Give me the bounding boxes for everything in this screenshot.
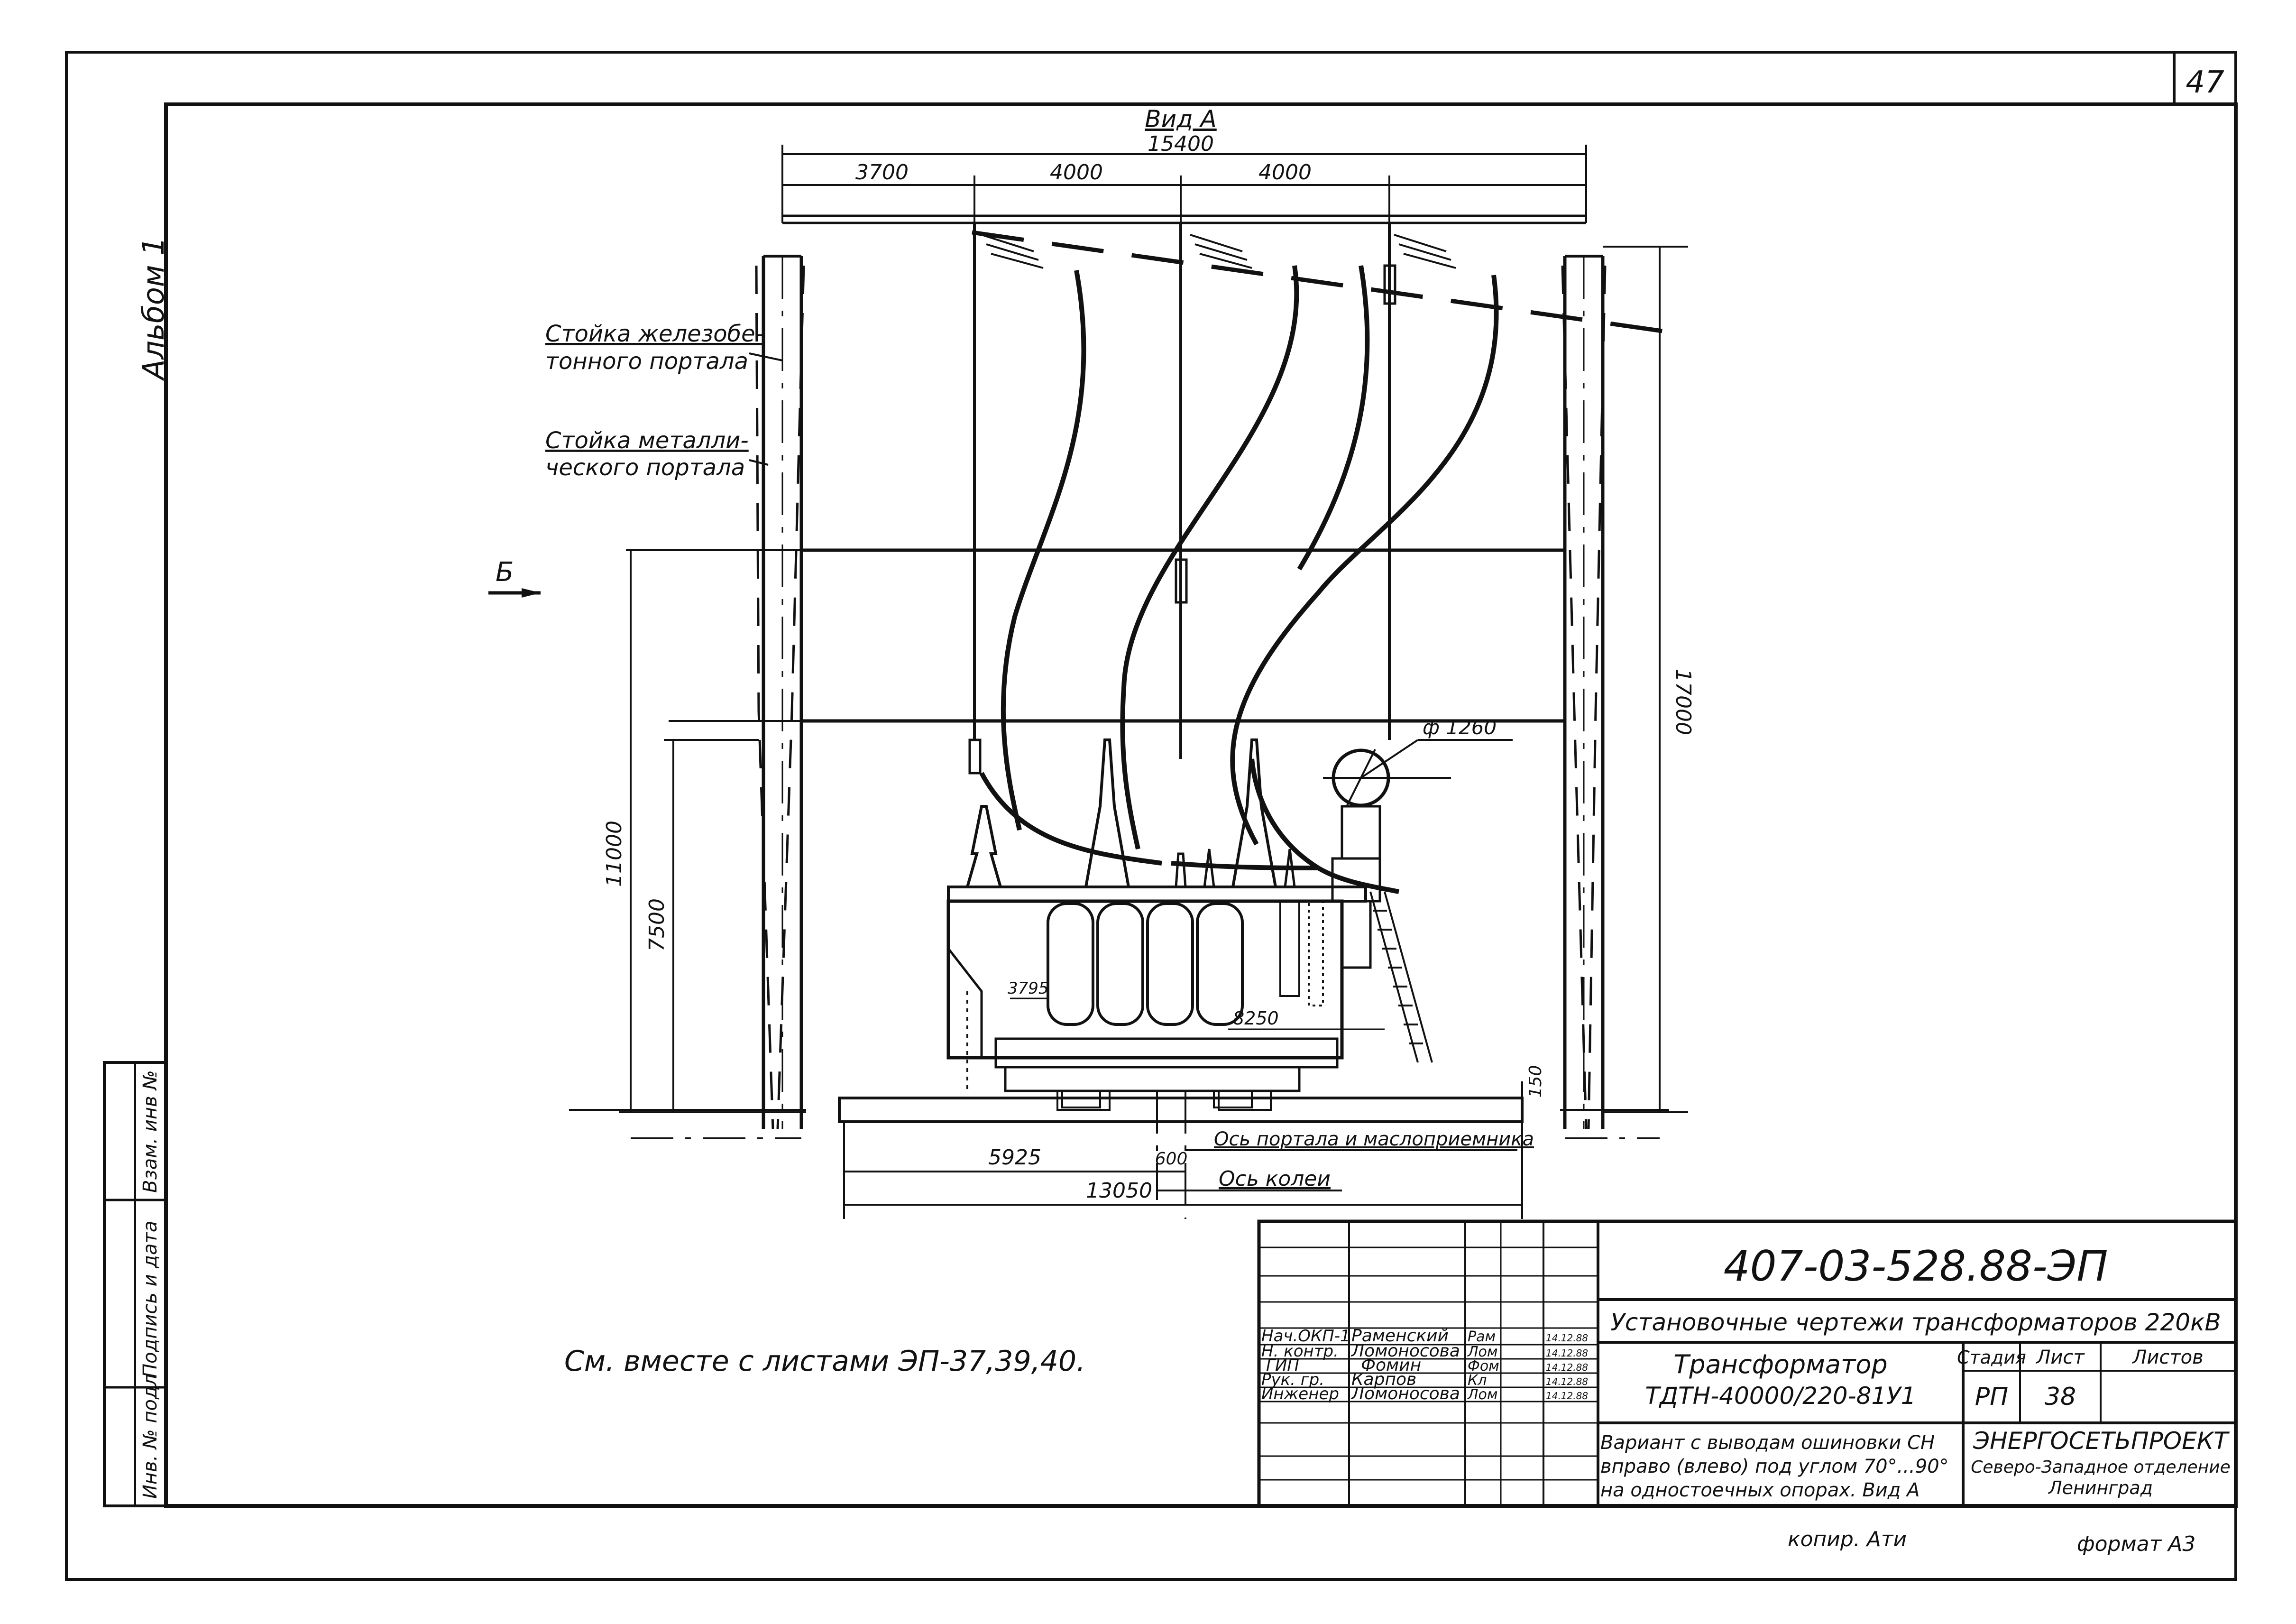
right-portal-post xyxy=(1561,255,1607,1129)
section-mark: Б xyxy=(496,557,514,588)
bottom-dimensions: 5925 600 13050 Ось портала и маслоприемн… xyxy=(843,1091,1534,1219)
label-rc-post: Стойка железобе- тонного портала xyxy=(545,321,783,375)
description-1: Вариант с выводам ошиновки СН xyxy=(1600,1432,1935,1454)
signer-role-3: ГИП xyxy=(1266,1356,1299,1375)
signer-role-4: Рук. гр. xyxy=(1261,1370,1324,1389)
side-fields: Инв. № подл Подпись и дата Взам. инв № xyxy=(103,1061,167,1507)
dim-17000: 17000 xyxy=(1603,246,1695,1113)
dim-17000-label: 17000 xyxy=(1671,669,1695,735)
copy-mark: копир. Ати xyxy=(1788,1527,1907,1551)
dim-5925: 5925 xyxy=(988,1145,1041,1170)
label-steel-post-line1: Стойка металли- xyxy=(545,427,749,454)
axis-portal-label: Ось портала и маслоприемника xyxy=(1214,1128,1534,1150)
signer-date-3: 14.12.88 xyxy=(1546,1362,1588,1373)
dim-11000-label: 11000 xyxy=(602,821,626,887)
signer-date-5: 14.12.88 xyxy=(1546,1390,1588,1402)
album-label: Альбом 1 xyxy=(136,237,171,381)
see-also-note: См. вместе с листами ЭП-37,39,40. xyxy=(564,1345,1085,1378)
signer-date-1: 14.12.88 xyxy=(1546,1332,1588,1344)
dim-13050: 13050 xyxy=(1086,1179,1152,1203)
overall-width: 15400 xyxy=(1148,132,1214,156)
label-rc-post-line1: Стойка железобе- xyxy=(545,321,763,347)
signer-sign-5: Лом xyxy=(1467,1386,1498,1403)
signer-date-2: 14.12.88 xyxy=(1546,1347,1588,1359)
sheet-title-2: ТДТН-40000/220-81У1 xyxy=(1645,1382,1916,1410)
signer-sign-4: Кл xyxy=(1468,1372,1487,1389)
top-dimensions: Вид А 15400 3700 4000 4000 xyxy=(781,105,1587,232)
title-block: Нач.ОКП-1 Раменский Рам 14.12.88 Н. конт… xyxy=(1257,1219,2238,1508)
sheet-title-1: Трансформатор xyxy=(1673,1349,1887,1379)
page-number: 47 xyxy=(2186,65,2224,100)
sheet-header: Лист xyxy=(2035,1347,2085,1368)
dim-7500-label: 7500 xyxy=(645,898,669,951)
span-1: 3700 xyxy=(855,160,909,185)
inner-frame xyxy=(164,102,2238,1508)
signer-name-5: Ломоносова xyxy=(1350,1384,1460,1403)
signer-date-4: 14.12.88 xyxy=(1546,1376,1588,1387)
left-portal-post xyxy=(755,255,805,1129)
transformer xyxy=(946,738,1451,1108)
outer-frame xyxy=(65,51,2237,1581)
format-mark: формат А3 xyxy=(2077,1532,2195,1556)
dim-diameter-label: ф 1260 xyxy=(1423,716,1497,739)
signer-sign-3: Фом xyxy=(1468,1358,1499,1375)
signer-name-4: Карпов xyxy=(1351,1370,1416,1389)
insulator-strings xyxy=(981,234,1456,269)
stage-header: Стадия xyxy=(1957,1347,2026,1368)
span-2: 4000 xyxy=(1050,160,1103,185)
dim-diameter: ф 1260 xyxy=(1360,716,1513,779)
span-3: 4000 xyxy=(1258,160,1312,185)
doc-code: 407-03-528.88-ЭП xyxy=(1724,1242,2108,1291)
signer-sign-2: Лом xyxy=(1467,1344,1498,1360)
signer-role-1: Нач.ОКП-1 xyxy=(1261,1327,1350,1346)
inclined-busbar-line xyxy=(972,230,1670,334)
page-number-box xyxy=(2173,51,2237,106)
label-rc-post-line2: тонного портала xyxy=(545,348,748,375)
label-steel-post-line2: ческого портала xyxy=(545,454,745,481)
side-field-inv: Инв. № подл xyxy=(139,1374,161,1499)
sheet-no-value: 38 xyxy=(2045,1383,2076,1411)
axis-track-label: Ось колеи xyxy=(1219,1167,1331,1191)
dim-7500: 7500 xyxy=(645,739,759,1112)
dim-150: 150 xyxy=(1521,1065,1545,1122)
side-field-sign: Подпись и дата xyxy=(139,1221,161,1378)
vertical-droppers xyxy=(968,223,1396,775)
sheets-header: Листов xyxy=(2131,1347,2203,1368)
signer-sign-1: Рам xyxy=(1468,1329,1496,1345)
signer-name-3: Фомин xyxy=(1361,1356,1421,1375)
dim-8250: 8250 xyxy=(1233,1008,1279,1029)
dim-150-label: 150 xyxy=(1526,1065,1545,1098)
project-title: Установочные чертежи трансформаторов 220… xyxy=(1610,1309,2221,1336)
label-steel-post: Стойка металли- ческого портала xyxy=(545,427,769,481)
dim-3795: 3795 xyxy=(1008,979,1049,998)
signer-name-1: Раменский xyxy=(1351,1326,1449,1346)
description-3: на одностоечных опорах. Вид А xyxy=(1600,1479,1920,1501)
signer-name-2: Ломоносова xyxy=(1350,1341,1460,1361)
stage-value: РП xyxy=(1975,1383,2008,1411)
signer-role-5: Инженер xyxy=(1261,1384,1339,1403)
org-name: ЭНЕРГОСЕТЬПРОЕКТ xyxy=(1973,1427,2230,1455)
flexible-conductors xyxy=(979,265,1499,894)
signer-role-2: Н. контр. xyxy=(1261,1342,1339,1361)
view-title: Вид А xyxy=(1145,105,1216,133)
dim-600: 600 xyxy=(1155,1149,1188,1169)
org-city: Ленинград xyxy=(2048,1477,2153,1498)
side-field-replace: Взам. инв № xyxy=(139,1070,161,1193)
org-division: Северо-Западное отделение xyxy=(1971,1458,2231,1477)
dim-11000: 11000 xyxy=(602,550,806,1113)
description-2: вправо (влево) под углом 70°...90° xyxy=(1600,1456,1949,1477)
